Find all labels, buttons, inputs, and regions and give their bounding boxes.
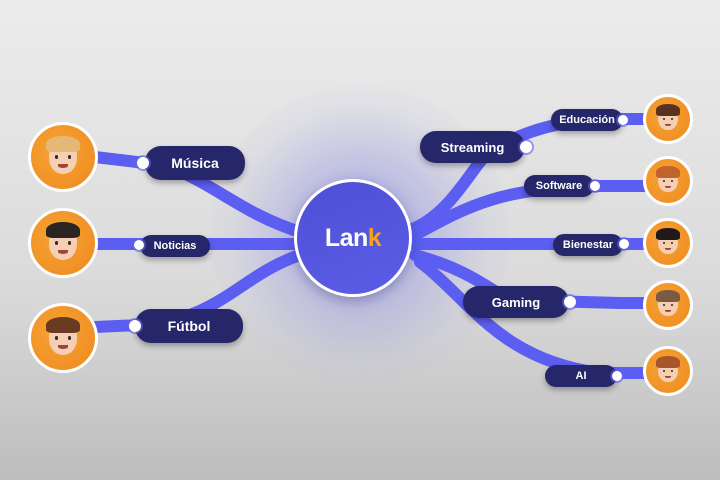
topic-bienestar[interactable]: Bienestar (553, 234, 623, 256)
topic-streaming[interactable]: Streaming (420, 131, 525, 163)
avatar-educacion[interactable] (643, 94, 693, 144)
avatar-software[interactable] (643, 156, 693, 206)
connector-dot (612, 371, 622, 381)
topic-educacion[interactable]: Educación (551, 109, 623, 131)
avatar-futbol[interactable] (28, 303, 98, 373)
woman-blonde-thumbs-up-avatar (45, 135, 81, 174)
connector-dot (564, 296, 576, 308)
topic-noticias[interactable]: Noticias (140, 235, 210, 257)
connector-dot (137, 157, 149, 169)
connector-dot (520, 141, 532, 153)
man-dark-hair-smiling-avatar (45, 221, 81, 260)
connector-dot (129, 320, 141, 332)
avatar-gaming[interactable] (643, 280, 693, 330)
lank-logo: Lank (324, 223, 382, 252)
topic-software[interactable]: Software (524, 175, 594, 197)
topic-musica[interactable]: Música (145, 146, 245, 180)
connector-dot (590, 181, 600, 191)
connector-dot (618, 115, 628, 125)
connector-dot (134, 240, 144, 250)
woman-glasses-avatar (656, 356, 680, 383)
man-red-hair-smiling-avatar (656, 166, 680, 193)
topic-ai[interactable]: AI (545, 365, 617, 387)
woman-brown-hair-winking-avatar (656, 104, 680, 131)
man-short-hair-smiling-avatar (656, 290, 680, 317)
woman-dark-hair-thumbs-up-avatar (656, 228, 680, 255)
topic-gaming[interactable]: Gaming (463, 286, 569, 318)
avatar-noticias[interactable] (28, 208, 98, 278)
lank-hub[interactable]: Lank (294, 179, 412, 297)
avatar-musica[interactable] (28, 122, 98, 192)
woman-brown-hair-winking-avatar (45, 316, 81, 355)
avatar-ai[interactable] (643, 346, 693, 396)
topic-futbol[interactable]: Fútbol (135, 309, 243, 343)
connector-dot (619, 239, 629, 249)
avatar-bienestar[interactable] (643, 218, 693, 268)
